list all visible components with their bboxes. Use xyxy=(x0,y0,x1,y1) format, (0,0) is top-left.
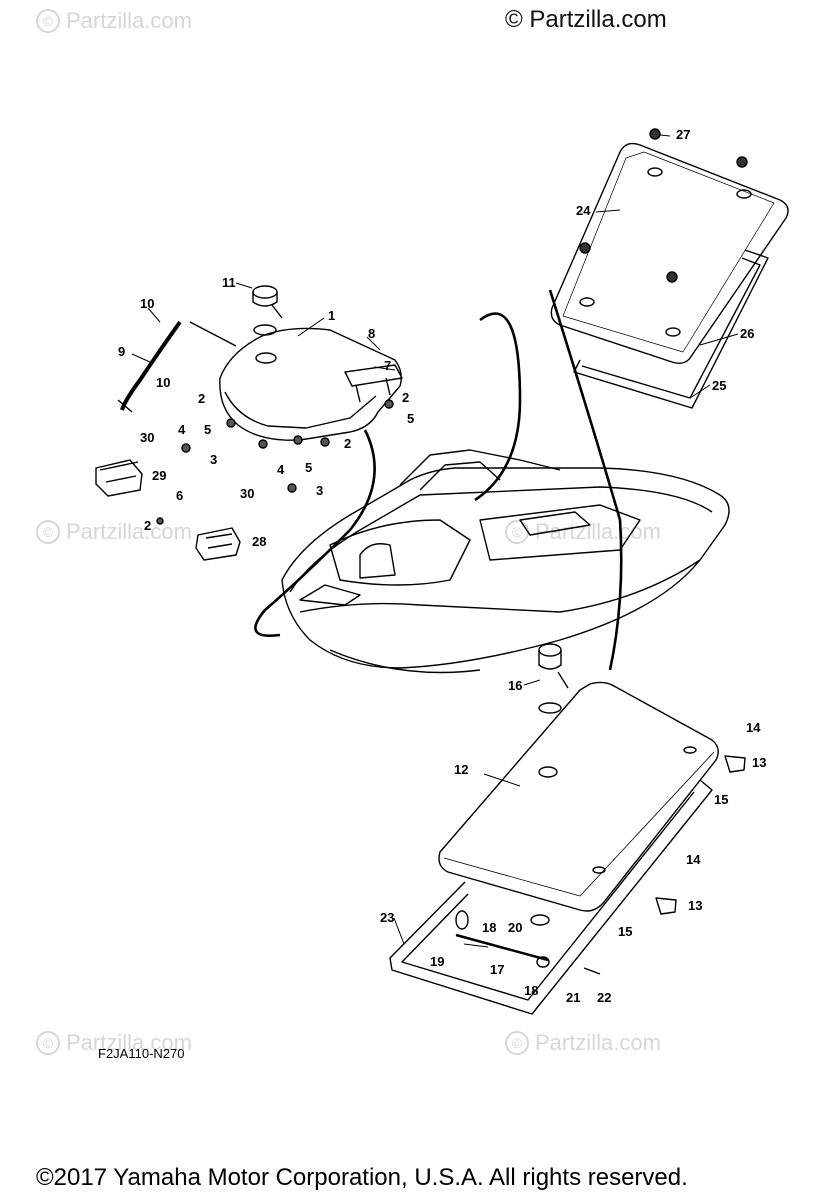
plug-part-11 xyxy=(252,285,283,336)
callout-3-b: 3 xyxy=(316,483,324,498)
callout-5-b: 5 xyxy=(204,422,212,437)
callout-9: 9 xyxy=(118,344,126,359)
watermark-bottom-right: ©Partzilla.com xyxy=(505,1030,661,1056)
callout-30-a: 30 xyxy=(140,430,155,445)
copyright-symbol: © xyxy=(36,520,60,544)
copyright-notice: ©2017 Yamaha Motor Corporation, U.S.A. A… xyxy=(36,1164,688,1191)
callout-14-a: 14 xyxy=(746,720,761,735)
callout-7: 7 xyxy=(384,358,392,373)
lid-part-12 xyxy=(438,681,719,912)
callout-6: 6 xyxy=(176,488,184,503)
cover-part-1 xyxy=(219,327,402,441)
callout-23: 23 xyxy=(380,910,395,925)
copyright-symbol: © xyxy=(36,1031,60,1055)
callout-2-d: 2 xyxy=(144,518,152,533)
callout-15-a: 15 xyxy=(714,792,729,807)
boat-hull xyxy=(281,449,730,674)
callout-10-bottom: 10 xyxy=(156,375,171,390)
callout-11: 11 xyxy=(222,275,236,290)
gasket-25-26 xyxy=(573,249,769,409)
small-fasteners xyxy=(156,399,394,525)
callout-13-a: 13 xyxy=(752,755,767,770)
watermark-mid-left: ©Partzilla.com xyxy=(36,519,192,545)
switch-28 xyxy=(195,527,241,561)
callout-22: 22 xyxy=(597,990,612,1005)
frame-part-23 xyxy=(389,779,713,1015)
callout-21: 21 xyxy=(566,990,581,1005)
callout-1: 1 xyxy=(328,308,336,323)
callout-12: 12 xyxy=(454,762,469,777)
hatch-cover-24 xyxy=(550,142,789,365)
callout-16: 16 xyxy=(508,678,523,693)
fasteners-27 xyxy=(579,128,748,283)
callout-15-b: 15 xyxy=(618,924,633,939)
callout-4-b: 4 xyxy=(277,462,285,477)
callout-5-c: 5 xyxy=(305,460,313,475)
watermark-bottom-left: ©Partzilla.com xyxy=(36,1030,192,1056)
callout-18-b: 18 xyxy=(524,983,539,998)
switch-29 xyxy=(95,459,143,497)
callout-30-b: 30 xyxy=(240,486,255,501)
callout-27: 27 xyxy=(676,127,691,142)
plug-part-16 xyxy=(538,643,569,714)
copyright-symbol: © xyxy=(505,1031,529,1055)
callout-14-b: 14 xyxy=(686,852,701,867)
callout-25: 25 xyxy=(712,378,727,393)
diagram-code: F2JA110-N270 xyxy=(98,1046,185,1061)
callout-3-a: 3 xyxy=(210,452,218,467)
callout-2-a: 2 xyxy=(402,390,410,405)
callout-13-b: 13 xyxy=(688,898,703,913)
callout-10-top: 10 xyxy=(140,296,155,311)
callout-4-a: 4 xyxy=(178,422,186,437)
callout-17: 17 xyxy=(490,962,505,977)
watermark-top-left: ©Partzilla.com xyxy=(36,8,192,34)
callout-26: 26 xyxy=(740,326,755,341)
callout-2-b: 2 xyxy=(198,391,206,406)
callout-29: 29 xyxy=(152,468,167,483)
callout-2-c: 2 xyxy=(344,436,352,451)
callout-18-a: 18 xyxy=(482,920,497,935)
watermark-top-right: © Partzilla.com xyxy=(505,6,667,33)
callout-5-a: 5 xyxy=(407,411,415,426)
callout-8: 8 xyxy=(368,326,376,341)
callout-24: 24 xyxy=(576,203,591,218)
copyright-symbol: © xyxy=(36,9,60,33)
callout-28: 28 xyxy=(252,534,267,549)
callout-20: 20 xyxy=(508,920,523,935)
callout-19: 19 xyxy=(430,954,445,969)
